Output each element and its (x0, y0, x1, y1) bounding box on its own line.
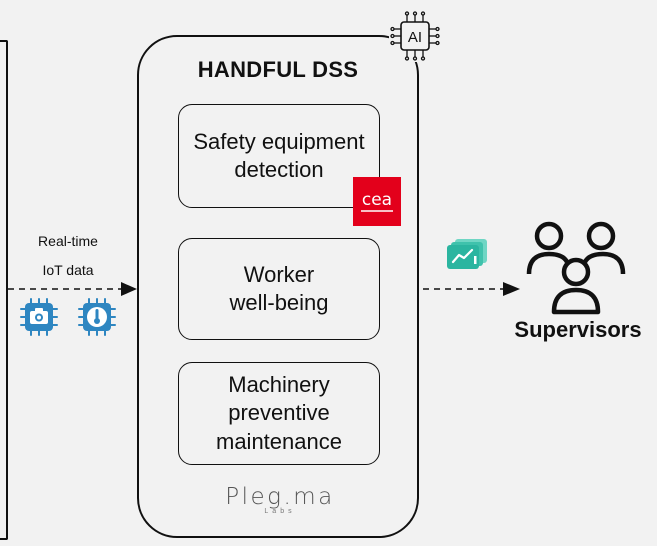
dss-title: HANDFUL DSS (197, 57, 359, 82)
output-arrow (423, 282, 520, 296)
module-worker-wellbeing: Worker well-being (178, 238, 380, 340)
plegma-labs-logo: Pleg.ma Labs (210, 484, 350, 515)
supervisors-label: Supervisors (514, 317, 642, 342)
plegma-logo-sub: Labs (264, 508, 296, 515)
cea-logo-text: cea (362, 190, 392, 210)
camera-chip-icon (20, 298, 58, 336)
module-machinery-line1: Machinery (228, 372, 330, 398)
module-worker-line2: well-being (229, 290, 329, 315)
module-safety-line2: detection (234, 157, 324, 182)
input-label-line1: Real-time (38, 233, 98, 249)
module-worker-line1: Worker (243, 261, 315, 287)
input-arrow (8, 282, 137, 296)
module-safety-equipment: Safety equipment detection (178, 104, 380, 208)
dashboard-chart-icon (447, 239, 487, 269)
cea-logo-mark: cea (361, 190, 393, 212)
module-safety-line1: Safety equipment (193, 128, 365, 154)
cea-logo: cea (353, 177, 401, 226)
module-machinery-line2: preventive (228, 400, 330, 426)
ai-badge-text: AI (408, 29, 422, 46)
ai-chip-icon: AI (389, 10, 441, 62)
thermometer-chip-icon (78, 298, 116, 336)
users-group-icon (526, 221, 626, 315)
input-label-line2: IoT data (42, 262, 94, 278)
plegma-logo-main: Pleg.ma (225, 484, 335, 510)
module-machinery-line3: maintenance (216, 428, 342, 454)
module-machinery-maintenance: Machinery preventive maintenance (178, 362, 380, 465)
left-boundary-frame (0, 40, 8, 540)
